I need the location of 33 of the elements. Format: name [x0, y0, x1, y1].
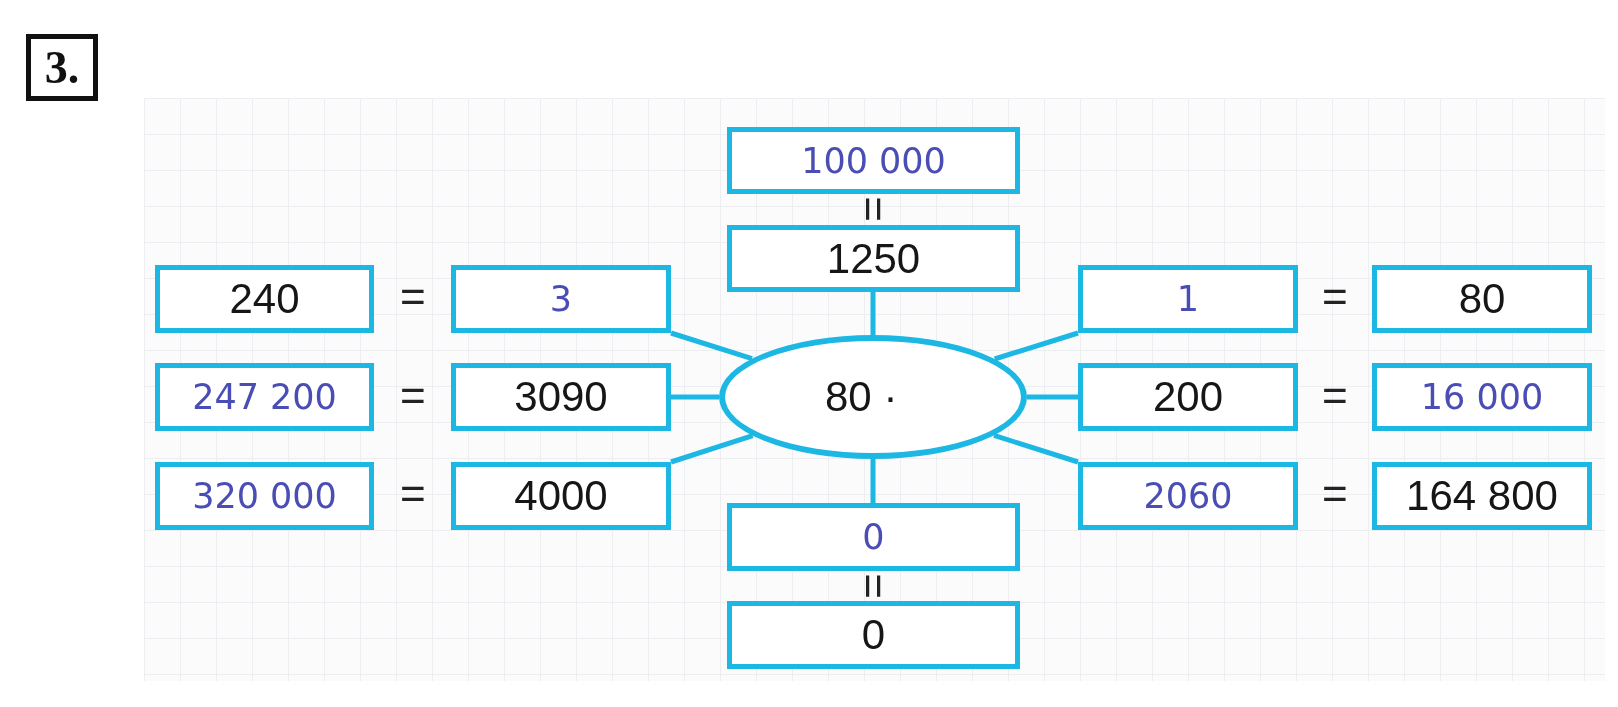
number-box: 240: [155, 265, 374, 333]
exercise-number: 3.: [26, 34, 98, 101]
connector-line: [1027, 394, 1078, 400]
equals-sign: =: [850, 573, 895, 599]
number-box: 80: [1372, 265, 1592, 333]
number-box: 16 000: [1372, 363, 1592, 431]
number-box: 247 200: [155, 363, 374, 431]
number-box: 320 000: [155, 462, 374, 530]
number-box: 100 000: [727, 127, 1020, 194]
number-box: 1250: [727, 225, 1020, 292]
number-box: 3: [451, 265, 671, 333]
number-box: 0: [727, 503, 1020, 571]
number-box: 0: [727, 601, 1020, 669]
equals-sign: =: [400, 472, 426, 516]
connector-line: [670, 330, 753, 362]
connector-line: [870, 459, 876, 503]
equals-sign: =: [1322, 275, 1348, 319]
connector-line: [993, 433, 1079, 465]
number-box: 164 800: [1372, 462, 1592, 530]
connector-line: [671, 394, 719, 400]
equals-sign: =: [1322, 374, 1348, 418]
number-box: 3090: [451, 363, 671, 431]
connector-line: [870, 292, 876, 335]
connector-line: [670, 433, 754, 465]
connector-line: [993, 330, 1079, 362]
equals-sign: =: [1322, 472, 1348, 516]
number-box: 200: [1078, 363, 1298, 431]
number-box: 2060: [1078, 462, 1298, 530]
number-box: 4000: [451, 462, 671, 530]
number-box: 1: [1078, 265, 1298, 333]
equals-sign: =: [400, 374, 426, 418]
equals-sign: =: [400, 275, 426, 319]
equals-sign: =: [850, 196, 895, 222]
